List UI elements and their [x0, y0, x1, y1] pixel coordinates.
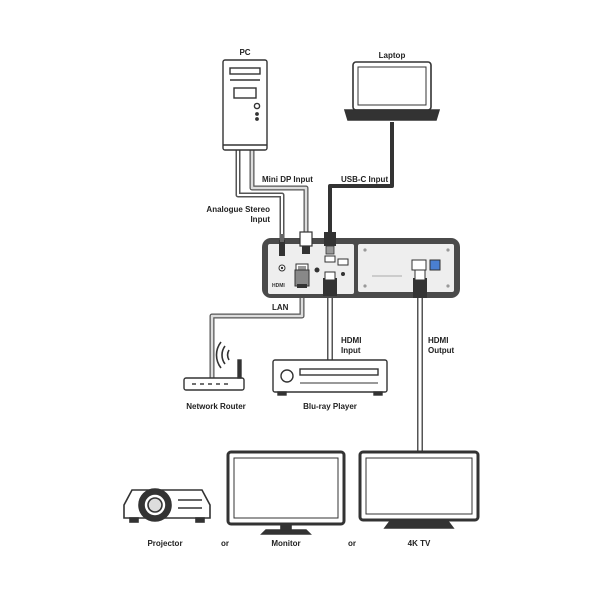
- label-hdmi-input: HDMI Input: [341, 336, 362, 355]
- label-bluray-player: Blu-ray Player: [303, 402, 357, 411]
- label-projector: Projector: [147, 539, 183, 548]
- label-or-2: or: [348, 539, 356, 548]
- audio-plug: [279, 234, 285, 256]
- pc-tower: [222, 59, 268, 151]
- label-4k-tv: 4K TV: [407, 539, 431, 548]
- unit-hdmi-logo: HDMI: [272, 283, 285, 289]
- bluray-player: [272, 359, 388, 396]
- lan-cable: [209, 285, 305, 378]
- wifi-signal-icon: [215, 341, 230, 369]
- hdmi-in-plug: [323, 271, 337, 296]
- label-mini-dp-input: Mini DP Input: [262, 175, 313, 184]
- label-lan: LAN: [272, 303, 289, 312]
- label-pc: PC: [239, 48, 251, 57]
- label-or-1: or: [221, 539, 229, 548]
- label-laptop: Laptop: [378, 51, 406, 60]
- label-network-router: Network Router: [186, 402, 246, 411]
- label-analogue-stereo-input: Analogue Stereo Input: [206, 205, 270, 224]
- laptop: [343, 61, 441, 121]
- mini-dp-cable: [249, 150, 309, 240]
- network-router: [183, 359, 245, 391]
- usbc-plug: [324, 232, 336, 255]
- transmitter-unit: [262, 238, 460, 298]
- label-hdmi-output: HDMI Output: [428, 336, 455, 355]
- 4k-tv: [358, 450, 480, 529]
- hdmi-out-plug: [413, 269, 427, 298]
- audio-cable: [235, 150, 285, 248]
- monitor: [226, 450, 346, 535]
- projector: [123, 488, 211, 523]
- usbc-cable: [328, 122, 394, 238]
- label-usbc-input: USB-C Input: [341, 175, 389, 184]
- rj45-plug: [294, 269, 310, 288]
- mini-dp-plug: [299, 231, 313, 254]
- label-monitor: Monitor: [271, 539, 301, 548]
